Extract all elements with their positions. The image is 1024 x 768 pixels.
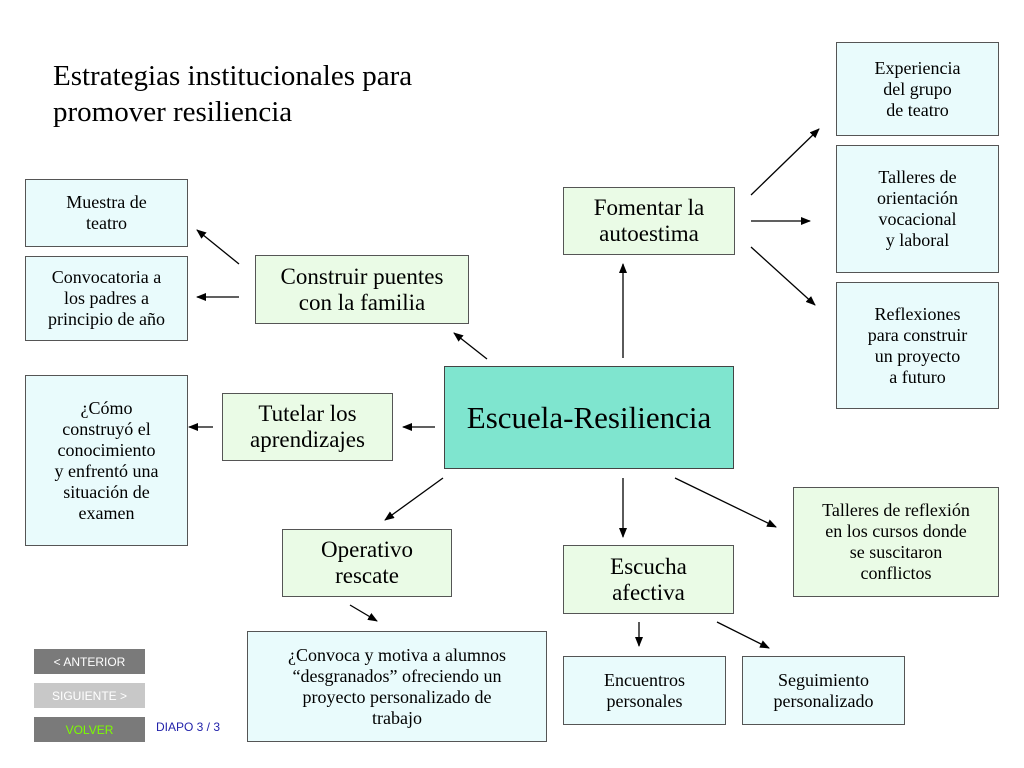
siguiente-button[interactable]: SIGUIENTE > xyxy=(34,683,145,708)
node-experiencia-teatro: Experiencia del grupo de teatro xyxy=(836,42,999,136)
node-escuela-resiliencia: Escuela-Resiliencia xyxy=(444,366,734,469)
arrow-center-to-puentes xyxy=(453,332,488,360)
node-construir-puentes: Construir puentes con la familia xyxy=(255,255,469,324)
node-escucha-afectiva: Escucha afectiva xyxy=(563,545,734,614)
node-talleres-reflexion: Talleres de reflexión en los cursos dond… xyxy=(793,487,999,597)
arrow-puentes-to-muestra xyxy=(196,229,240,265)
node-convoca-motiva: ¿Convoca y motiva a alumnos “desgranados… xyxy=(247,631,547,742)
slide-counter: DIAPO 3 / 3 xyxy=(156,720,221,734)
arrow-fomentar-to-experiencia xyxy=(750,128,820,196)
node-convocatoria-padres: Convocatoria a los padres a principio de… xyxy=(25,256,188,341)
page-title: Estrategias institucionales para promove… xyxy=(53,60,413,128)
arrow-escucha-to-seguimiento xyxy=(716,621,770,649)
anterior-button[interactable]: < ANTERIOR xyxy=(34,649,145,674)
volver-button[interactable]: VOLVER xyxy=(34,717,145,742)
node-encuentros-personales: Encuentros personales xyxy=(563,656,726,725)
arrow-center-to-operativo xyxy=(384,477,444,521)
node-fomentar-autoestima: Fomentar la autoestima xyxy=(563,187,735,255)
arrow-operativo-to-convoca xyxy=(349,604,378,622)
node-seguimiento-personalizado: Seguimiento personalizado xyxy=(742,656,905,725)
node-muestra-teatro: Muestra de teatro xyxy=(25,179,188,247)
arrow-center-to-talleres-reflexion xyxy=(674,477,777,528)
arrow-fomentar-to-reflexiones xyxy=(750,246,816,306)
node-reflexiones: Reflexiones para construir un proyecto a… xyxy=(836,282,999,409)
node-tutelar-aprendizajes: Tutelar los aprendizajes xyxy=(222,393,393,461)
node-operativo-rescate: Operativo rescate xyxy=(282,529,452,597)
node-como-construyo: ¿Cómo construyó el conocimiento y enfren… xyxy=(25,375,188,546)
node-talleres-orientacion: Talleres de orientación vocacional y lab… xyxy=(836,145,999,273)
